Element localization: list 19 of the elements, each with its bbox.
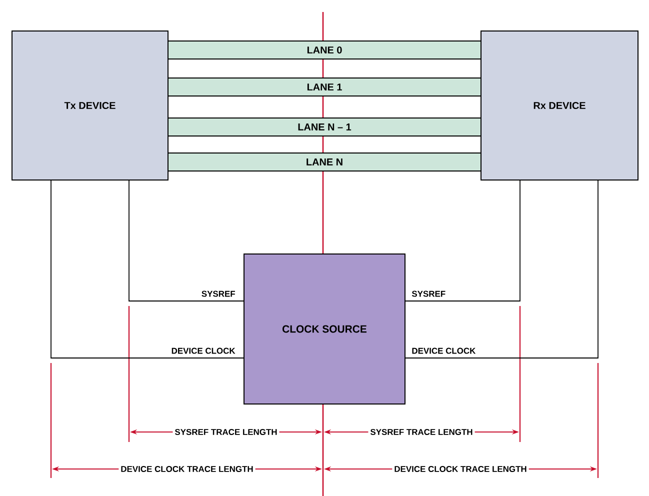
dimension-label: DEVICE CLOCK TRACE LENGTH [392, 464, 529, 474]
lane-band: LANE N [168, 152, 482, 172]
edge-label: SYSREF [202, 290, 235, 297]
device-box: Rx DEVICE [480, 30, 638, 180]
trace-line [405, 180, 598, 358]
edge-label: DEVICE CLOCK [172, 348, 236, 354]
trace-line [405, 180, 520, 302]
lane-band: LANE 0 [168, 40, 482, 60]
edge-label: SYSREF [412, 290, 446, 297]
dimension-label: DEVICE CLOCK TRACE LENGTH [118, 464, 256, 474]
dimension-label: SYSREF TRACE LENGTH [172, 427, 280, 437]
trace-line [128, 180, 244, 302]
clock-source-box: CLOCK SOURCE [244, 254, 406, 404]
dimension-label: SYSREF TRACE LENGTH [368, 427, 475, 437]
lane-band: LANE 1 [168, 78, 482, 96]
edge-label: DEVICE CLOCK [412, 348, 476, 354]
lane-band: LANE N – 1 [168, 118, 482, 136]
device-box: Tx DEVICE [12, 30, 168, 180]
trace-line [50, 180, 244, 358]
